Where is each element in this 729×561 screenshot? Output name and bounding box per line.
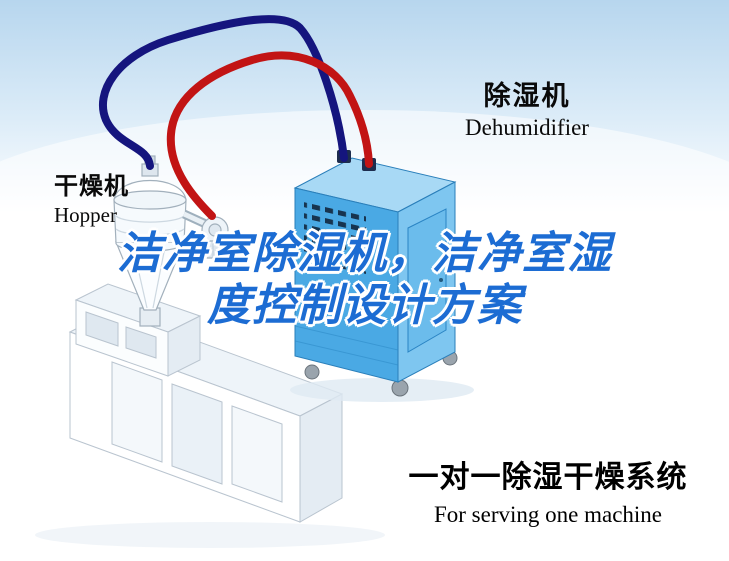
- vent-grille: [304, 198, 366, 274]
- system-caption: 一对一除湿干燥系统 For serving one machine: [396, 452, 700, 528]
- caster-wheel: [304, 364, 320, 380]
- page-title-line2: 度控制设计方案: [207, 281, 522, 330]
- cabinet-door-panel: [111, 361, 163, 463]
- extruder-machine: [35, 283, 385, 548]
- dehumidifier-label: 除湿机 Dehumidifier: [425, 74, 629, 141]
- dry-air-pipe: [166, 51, 373, 220]
- page-title-line1: 洁净室除湿机，洁净室湿: [117, 229, 612, 278]
- hopper-label-en: Hopper: [54, 203, 117, 227]
- hopper-label: 干燥机 Hopper: [54, 166, 129, 228]
- side-access-door: [407, 208, 447, 353]
- dehumidifier-label-cn: 除湿机: [483, 81, 571, 111]
- hopper-label-cn: 干燥机: [54, 173, 129, 200]
- blower-motor: [199, 240, 231, 259]
- dehumidifier-machine: [290, 150, 474, 402]
- system-caption-cn: 一对一除湿干燥系统: [408, 461, 688, 494]
- caster-wheel: [391, 379, 409, 397]
- system-caption-en: For serving one machine: [433, 502, 663, 527]
- connection-pipes: [98, 15, 373, 220]
- page-title: 洁净室除湿机，洁净室湿 度控制设计方案: [0, 228, 729, 332]
- hopper-machine: [113, 155, 231, 327]
- dehumidifier-label-en: Dehumidifier: [465, 115, 589, 140]
- cabinet-door-panel: [171, 383, 223, 485]
- cabinet-door-panel: [231, 405, 283, 503]
